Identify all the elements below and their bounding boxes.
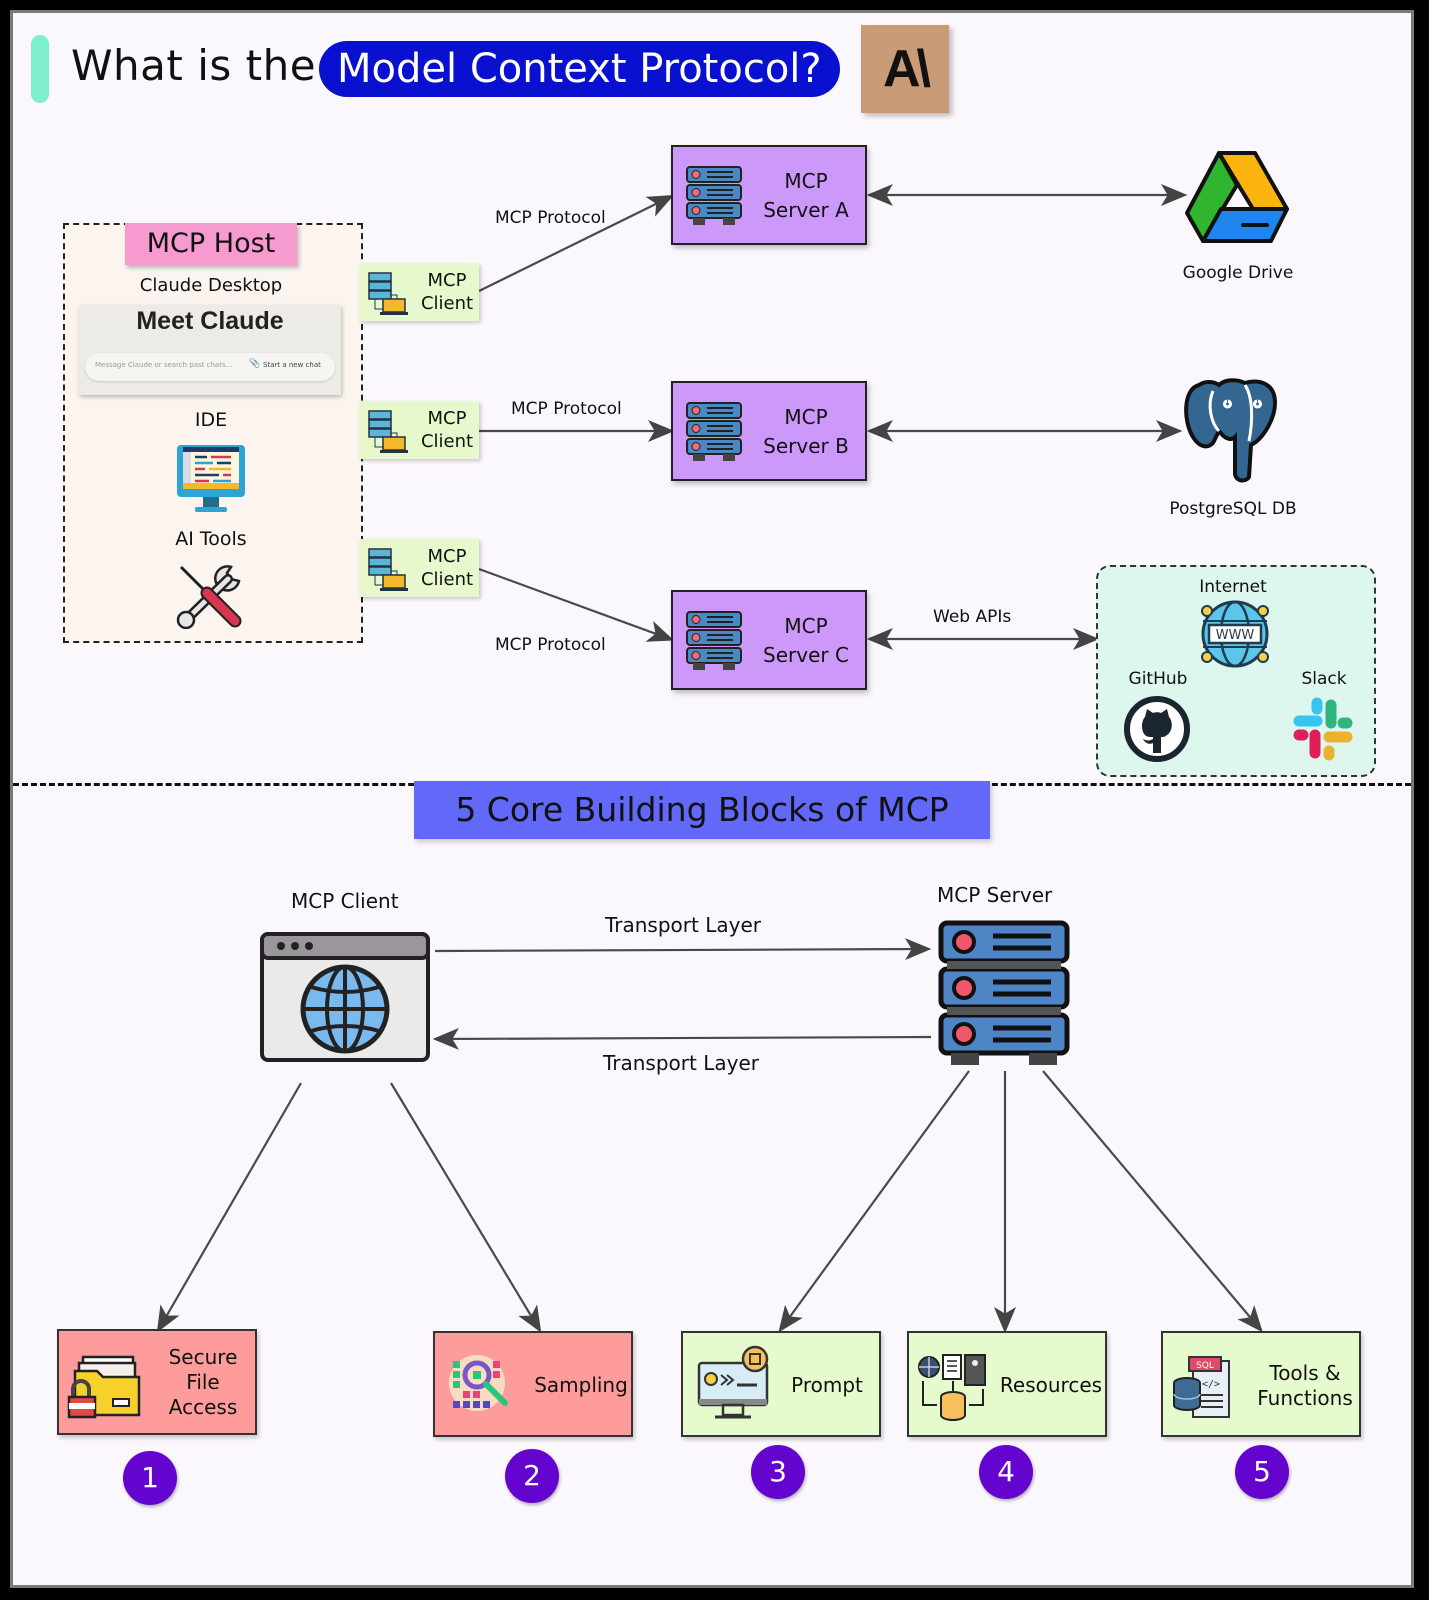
arrow-client-block2 <box>390 1082 542 1333</box>
postgresql-label: PostgreSQL DB <box>1169 499 1297 519</box>
www-text: WWW <box>1216 628 1255 643</box>
browser-globe-icon <box>260 932 430 1062</box>
server-label-line2: Server C <box>763 643 849 667</box>
client-server-laptop-icon <box>368 272 408 315</box>
prompt-icon <box>697 1345 769 1419</box>
secure-folder-icon <box>67 1355 141 1419</box>
protocol-label-b: MCP Protocol <box>511 399 622 419</box>
arrow-transport-to-server <box>434 938 932 961</box>
title-highlight: Model Context Protocol? <box>319 41 840 97</box>
block-secure-file-access: Secure File Access <box>57 1329 257 1435</box>
block-label-line: File <box>186 1370 220 1394</box>
block-label-line: Secure <box>168 1345 238 1369</box>
big-server-rack-icon <box>938 920 1070 1065</box>
claude-message-input: Message Claude or search past chats... 📎… <box>85 353 335 381</box>
mcp-server-a: MCP Server A <box>671 145 867 245</box>
mcp-host-container <box>63 223 363 643</box>
number-badge-4: 4 <box>979 1445 1033 1499</box>
number-badge-5: 5 <box>1235 1445 1289 1499</box>
server-rack-icon <box>686 166 742 225</box>
number-badge-3: 3 <box>751 1445 805 1499</box>
transport-layer-top-label: Transport Layer <box>605 913 761 937</box>
ide-monitor-icon <box>177 445 245 512</box>
server-rack-icon <box>686 611 742 670</box>
bottom-client-label: MCP Client <box>291 889 399 913</box>
bottom-server-label: MCP Server <box>937 883 1053 907</box>
diagram-canvas: What is the Model Context Protocol? A\ M… <box>10 10 1414 1588</box>
ai-tools-label: AI Tools <box>175 528 247 550</box>
start-new-chat-button: Start a new chat <box>263 361 321 369</box>
protocol-label-c: MCP Protocol <box>495 635 606 655</box>
mcp-server-b: MCP Server B <box>671 381 867 481</box>
client-label-line2: Client <box>420 431 474 452</box>
paperclip-icon: 📎 <box>249 359 261 369</box>
title-prefix: What is the <box>71 41 317 90</box>
tools-functions-icon: SQL </> <box>1173 1356 1230 1418</box>
claude-desktop-card: Meet Claude Message Claude or search pas… <box>79 305 341 395</box>
svg-text:</>: </> <box>1202 1379 1220 1390</box>
sampling-icon <box>449 1355 508 1411</box>
building-blocks-title: 5 Core Building Blocks of MCP <box>414 781 990 839</box>
tools-icon <box>176 565 242 629</box>
arrow-client1-serverA <box>478 195 674 292</box>
connector-arrows <box>156 184 1263 1334</box>
svg-text:SQL: SQL <box>1196 1361 1214 1371</box>
protocol-label-a: MCP Protocol <box>495 208 606 228</box>
accent-bar <box>31 35 49 103</box>
internet-label: Internet <box>1199 577 1267 597</box>
client-server-laptop-icon <box>368 410 408 453</box>
anthropic-logo-icon: A\ <box>861 25 949 113</box>
block-resources: Resources <box>907 1331 1107 1437</box>
client-server-laptop-icon <box>368 548 408 591</box>
mcp-server-c: MCP Server C <box>671 590 867 690</box>
slack-label: Slack <box>1301 669 1347 689</box>
block-label-line: Sampling <box>534 1373 628 1397</box>
web-apis-label: Web APIs <box>933 607 1012 627</box>
block-tools-functions: SQL </> Tools & Functions <box>1161 1331 1361 1437</box>
message-placeholder: Message Claude or search past chats... <box>95 361 233 369</box>
arrow-transport-to-client <box>432 1027 932 1050</box>
mcp-host-label: MCP Host <box>125 223 297 265</box>
slack-icon <box>1293 697 1353 761</box>
google-drive-icon <box>1185 151 1289 243</box>
server-rack-icon <box>686 402 742 461</box>
arrow-server-block3 <box>778 1070 970 1333</box>
block-label-line: Tools & <box>1269 1361 1341 1385</box>
block-label-line: Prompt <box>791 1373 863 1397</box>
block-prompt: Prompt <box>681 1331 881 1437</box>
arrow-client-block1 <box>156 1082 302 1333</box>
block-label-line: Access <box>168 1395 238 1419</box>
client-label-line1: MCP <box>427 270 467 291</box>
server-label-line1: MCP <box>784 614 828 638</box>
server-label-line1: MCP <box>784 405 828 429</box>
arrow-server-block5 <box>1042 1070 1263 1333</box>
client-label-line1: MCP <box>427 408 467 429</box>
github-label: GitHub <box>1128 669 1188 689</box>
transport-layer-bottom-label: Transport Layer <box>603 1051 759 1075</box>
server-label-line1: MCP <box>784 169 828 193</box>
internet-www-icon: WWW <box>1201 600 1269 668</box>
postgresql-icon <box>1184 378 1278 483</box>
client-label-line2: Client <box>420 293 474 314</box>
client-label-line2: Client <box>420 569 474 590</box>
google-drive-label: Google Drive <box>1182 263 1294 283</box>
ide-label: IDE <box>194 409 228 431</box>
claude-desktop-label: Claude Desktop <box>139 275 283 296</box>
block-label-line: Functions <box>1257 1386 1353 1410</box>
number-badge-2: 2 <box>505 1449 559 1503</box>
number-badge-1: 1 <box>123 1451 177 1505</box>
block-sampling: Sampling <box>433 1331 633 1437</box>
resources-icon <box>918 1354 986 1421</box>
client-label-line1: MCP <box>427 546 467 567</box>
server-label-line2: Server B <box>763 434 849 458</box>
github-icon <box>1124 696 1190 762</box>
arrow-client3-serverC <box>478 567 675 642</box>
meet-claude-heading: Meet Claude <box>136 307 284 335</box>
block-label-line: Resources <box>999 1373 1103 1397</box>
server-label-line2: Server A <box>763 198 849 222</box>
